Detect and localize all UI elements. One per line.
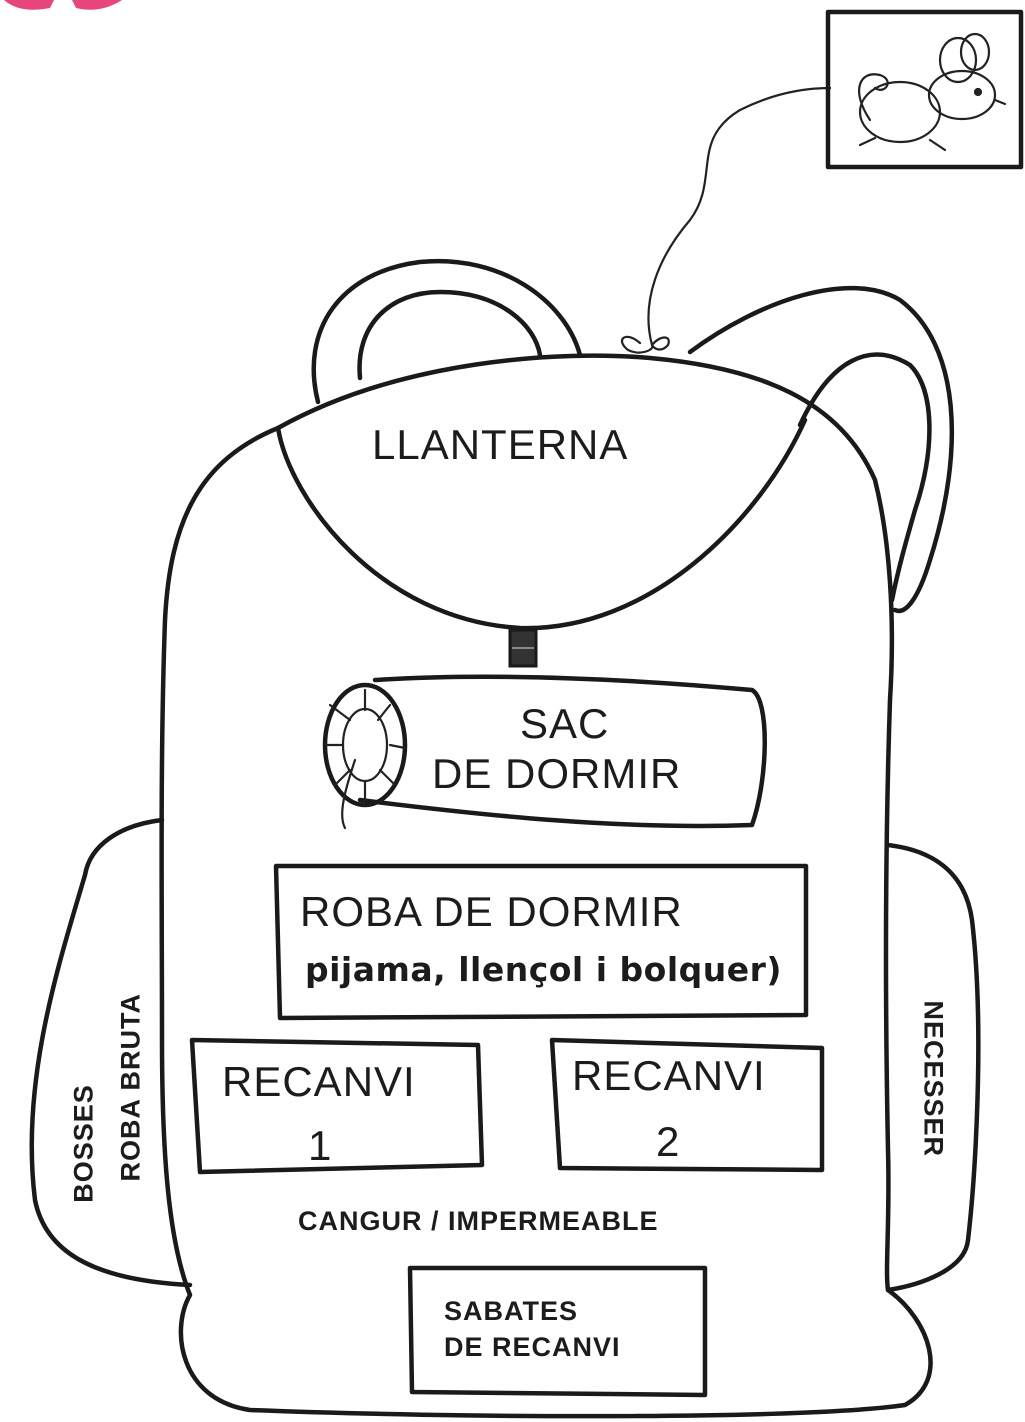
mouse-icon bbox=[859, 34, 1005, 150]
spare-2-number: 2 bbox=[656, 1118, 680, 1166]
sleepwear-subtitle: pijama, llençol i bolquer) bbox=[305, 950, 782, 989]
shoes-label-line2: DE RECANVI bbox=[444, 1332, 621, 1363]
sleepwear-title: ROBA DE DORMIR bbox=[300, 888, 683, 936]
spare-1-number: 1 bbox=[308, 1122, 332, 1170]
left-pocket-label-line1: BOSSES bbox=[69, 1076, 100, 1212]
jacket-label: CANGUR / IMPERMEABLE bbox=[298, 1206, 659, 1237]
spare-2-title: RECANVI bbox=[572, 1052, 766, 1100]
right-pocket-label: NECESSER bbox=[918, 1001, 949, 1151]
shoes-label-line1: SABATES bbox=[444, 1296, 578, 1327]
luggage-tag bbox=[622, 12, 1021, 353]
corner-decoration bbox=[4, 0, 122, 10]
top-pocket-label: LLANTERNA bbox=[372, 421, 628, 469]
spare-1-title: RECANVI bbox=[222, 1058, 416, 1106]
left-pocket-label-line2: ROBA BRUTA bbox=[116, 1014, 147, 1182]
sleeping-bag-label-line1: SAC bbox=[520, 700, 609, 748]
sleeping-bag-label-line2: DE DORMIR bbox=[432, 750, 681, 798]
